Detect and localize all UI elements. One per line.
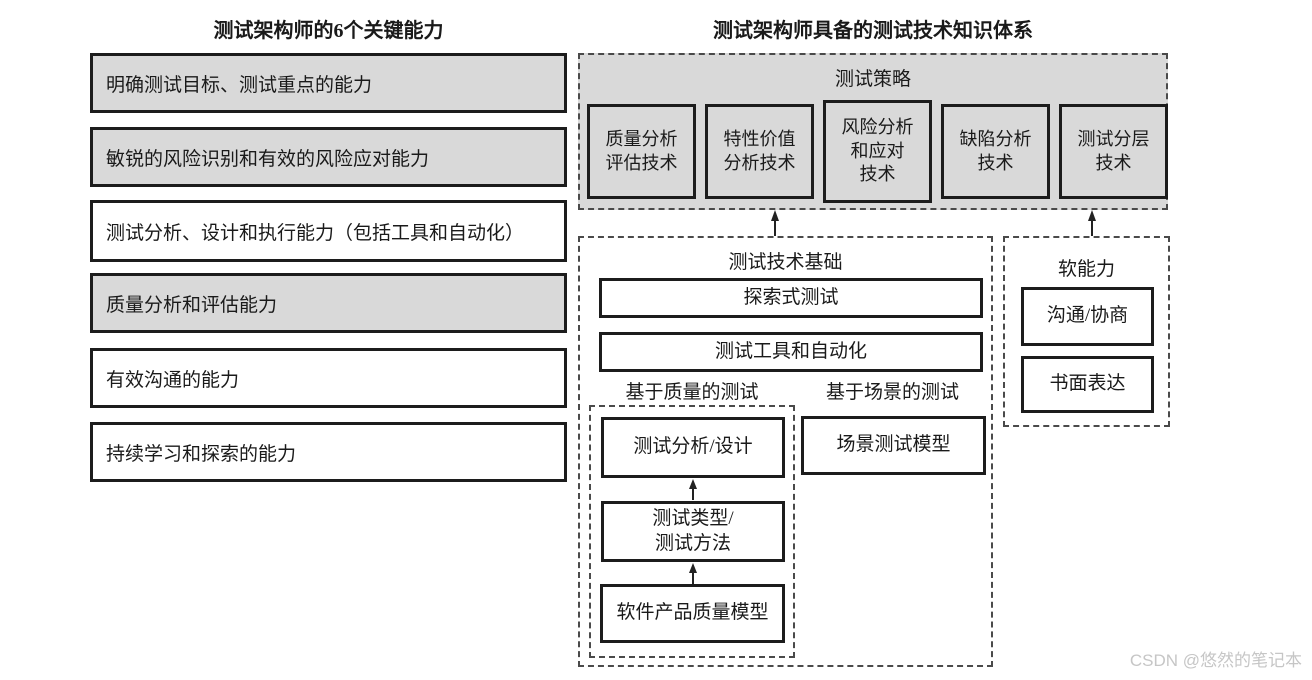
strategy-technique-box-2: 特性价值 分析技术 [705, 104, 814, 199]
arrow-up-icon [689, 479, 697, 500]
quality-group-container: 测试分析/设计 测试类型/ 测试方法 软件产品质量模型 [589, 405, 795, 658]
capability-label: 持续学习和探索的能力 [106, 443, 297, 465]
right-panel-title: 测试架构师具备的测试技术知识体系 [713, 20, 1033, 42]
foundation-container: 测试技术基础 探索式测试 测试工具和自动化 基于质量的测试 基于场景的测试 测试… [578, 236, 993, 667]
capability-label: 质量分析和评估能力 [106, 294, 278, 316]
capability-box-3: 测试分析、设计和执行能力（包括工具和自动化） [90, 200, 567, 262]
arrow-up-icon [1088, 210, 1096, 237]
soft-skill-box-writing: 书面表达 [1021, 356, 1154, 413]
arrow-up-icon [689, 563, 697, 584]
soft-skill-box-communication: 沟通/协商 [1021, 287, 1154, 346]
soft-skills-container: 软能力 沟通/协商 书面表达 [1003, 236, 1170, 427]
soft-skills-title: 软能力 [1057, 259, 1115, 280]
arrow-up-icon [771, 210, 779, 237]
quality-group-heading: 基于质量的测试 [625, 382, 759, 403]
capability-box-6: 持续学习和探索的能力 [90, 422, 567, 482]
scenario-group-heading: 基于场景的测试 [825, 382, 959, 403]
strategy-technique-box-1: 质量分析 评估技术 [587, 104, 696, 199]
foundation-box-tools-automation: 测试工具和自动化 [599, 332, 983, 372]
strategy-container: 测试策略 质量分析 评估技术 特性价值 分析技术 风险分析 和应对 技术 缺陷分… [578, 53, 1168, 210]
quality-box-types-methods: 测试类型/ 测试方法 [601, 501, 785, 562]
capability-label: 测试分析、设计和执行能力（包括工具和自动化） [106, 222, 525, 244]
capability-box-2: 敏锐的风险识别和有效的风险应对能力 [90, 127, 567, 187]
scenario-box-model: 场景测试模型 [801, 416, 986, 475]
capability-label: 明确测试目标、测试重点的能力 [106, 74, 373, 96]
capability-box-5: 有效沟通的能力 [90, 348, 567, 408]
strategy-technique-box-4: 缺陷分析 技术 [941, 104, 1050, 199]
capability-label: 敏锐的风险识别和有效的风险应对能力 [106, 148, 430, 170]
quality-box-product-quality-model: 软件产品质量模型 [600, 584, 785, 643]
strategy-technique-box-5: 测试分层 技术 [1059, 104, 1168, 199]
quality-box-analysis-design: 测试分析/设计 [601, 417, 785, 478]
left-panel-title: 测试架构师的6个关键能力 [213, 20, 444, 42]
capability-box-1: 明确测试目标、测试重点的能力 [90, 53, 567, 113]
csdn-watermark: CSDN @悠然的笔记本 [1129, 651, 1302, 670]
capability-label: 有效沟通的能力 [106, 369, 240, 391]
foundation-title: 测试技术基础 [728, 252, 843, 273]
capability-box-4: 质量分析和评估能力 [90, 273, 567, 333]
strategy-title: 测试策略 [834, 69, 911, 90]
foundation-box-exploratory: 探索式测试 [599, 278, 983, 318]
strategy-technique-box-3: 风险分析 和应对 技术 [823, 100, 932, 203]
